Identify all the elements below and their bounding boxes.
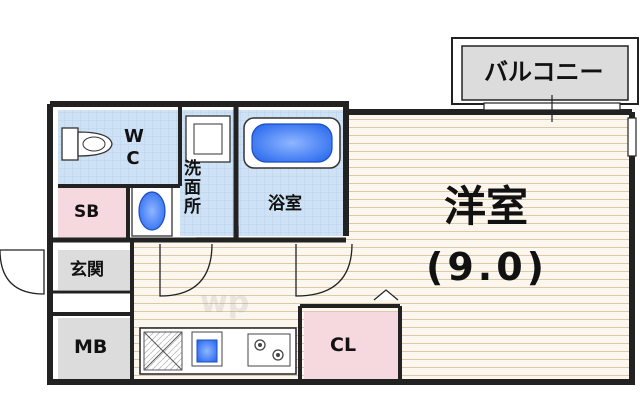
washroom-label: 洗面所	[184, 159, 201, 217]
kitchen-sink-icon	[191, 331, 223, 367]
entrance-label: 玄関	[70, 260, 104, 280]
entrance-area	[58, 250, 132, 290]
balcony	[451, 37, 639, 105]
sb-area	[58, 186, 128, 238]
walls	[47, 101, 635, 385]
western-room-label: 洋室	[444, 182, 529, 231]
mb-area	[58, 318, 132, 382]
bath-label: 浴室	[268, 194, 302, 214]
western-room-size: (9.0)	[426, 245, 549, 289]
toilet-icon	[61, 127, 113, 161]
side-window	[627, 117, 637, 157]
closet-area	[304, 312, 398, 380]
balcony-label: バルコニー	[484, 58, 604, 86]
wc-label: WC	[124, 126, 144, 169]
balcony-window	[483, 95, 621, 122]
sb-label: SB	[74, 202, 100, 222]
wash-basin-icon	[131, 185, 173, 237]
bathtub-icon	[243, 117, 341, 169]
gas-stove-icon	[247, 333, 291, 367]
washer-pan-icon	[185, 115, 231, 163]
cl-label: CL	[330, 334, 357, 356]
door-swings	[0, 226, 353, 297]
closet-door-marker	[373, 289, 399, 301]
watermark: wp	[200, 285, 250, 320]
mb-label: MB	[74, 336, 108, 358]
